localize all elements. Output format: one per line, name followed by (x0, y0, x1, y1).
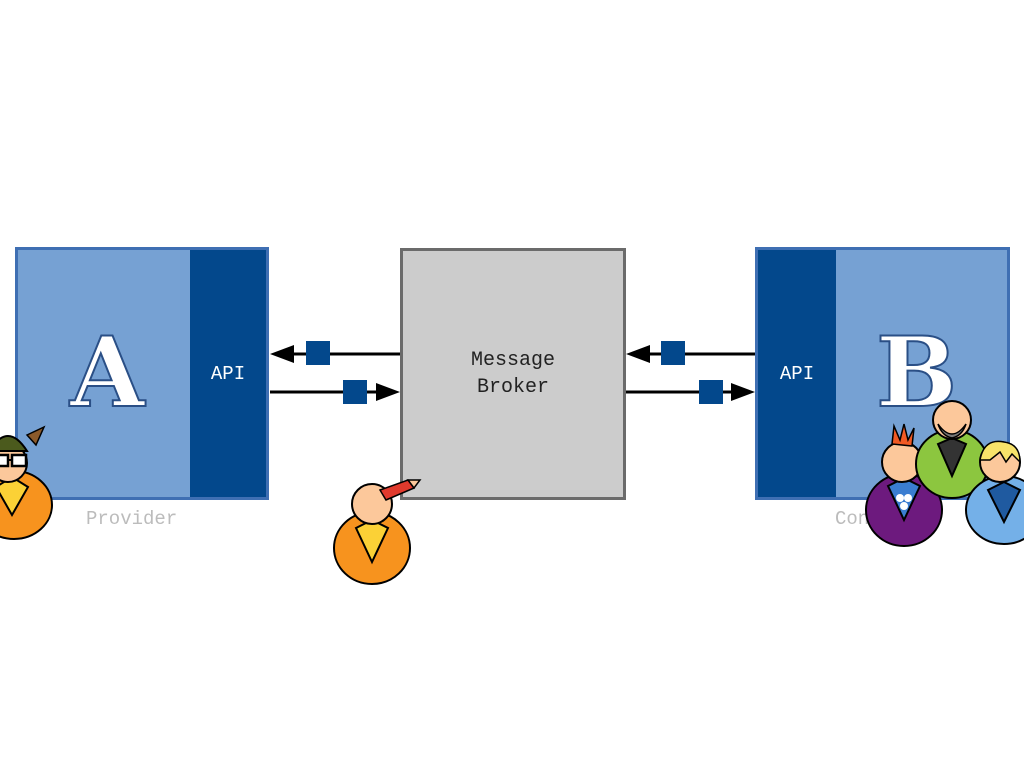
message-broker-label: Message Broker (470, 349, 555, 399)
arrowhead-broker-to-consumer (731, 383, 755, 401)
arrowhead-provider-to-broker (376, 383, 400, 401)
provider-letter: A (69, 315, 145, 430)
arrowhead-consumer-to-broker (626, 345, 650, 363)
person-blond-icon (965, 440, 1024, 545)
person-hat-glasses-icon (0, 425, 53, 540)
message-square-broker-to-provider (306, 341, 330, 365)
person-bearded-icon (915, 400, 989, 499)
provider-api-panel: API (190, 250, 266, 497)
consumer-api-panel: API (758, 250, 836, 497)
provider-role-label: Provider (86, 508, 178, 530)
message-square-broker-to-consumer (699, 380, 723, 404)
message-broker-box: Message Broker (400, 248, 626, 500)
consumer-api-label: API (779, 362, 815, 385)
person-pencil-icon (333, 479, 422, 585)
message-square-provider-to-broker (343, 380, 367, 404)
message-square-consumer-to-broker (661, 341, 685, 365)
person-mohawk-icon (865, 423, 943, 547)
provider-api-label: API (210, 362, 246, 385)
provider-service-box: API A (15, 247, 269, 500)
arrowhead-broker-to-provider (270, 345, 294, 363)
